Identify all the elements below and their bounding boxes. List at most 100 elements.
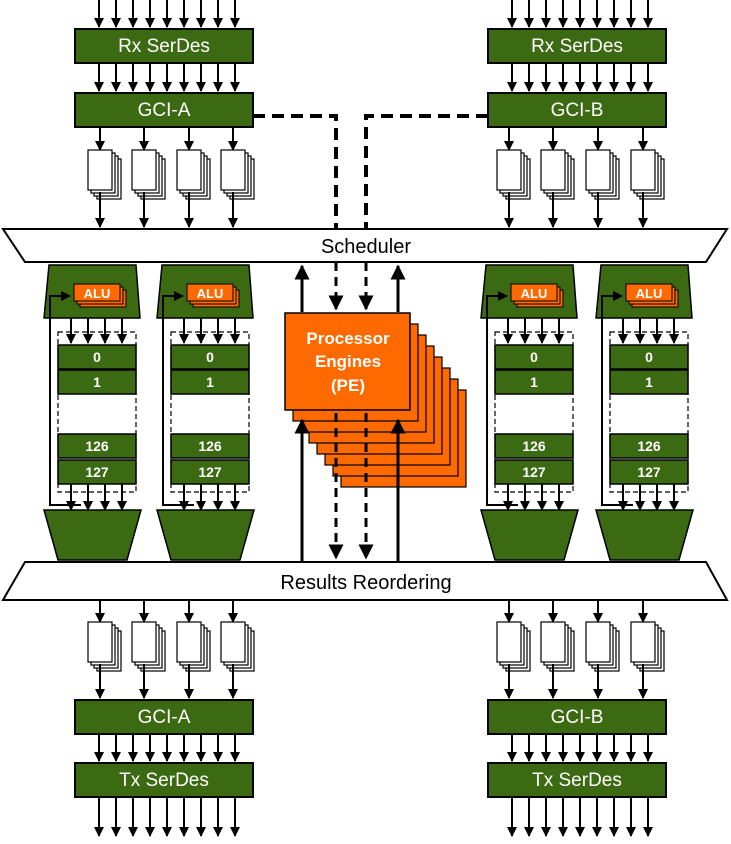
register-row xyxy=(494,344,574,370)
register-row-label: 1 xyxy=(93,374,101,390)
register-row-label: 127 xyxy=(637,464,661,480)
mux xyxy=(43,509,142,561)
register-row-label: 127 xyxy=(85,464,109,480)
gci-b-bottom-label: GCI-B xyxy=(551,707,604,728)
gci-a-dashed-link xyxy=(253,114,338,228)
alu-stack: ALU xyxy=(186,283,240,308)
output-buffers xyxy=(87,600,665,699)
register-row xyxy=(170,369,250,395)
output-buffer xyxy=(220,621,255,672)
output-buffer xyxy=(131,621,166,672)
input-buffer xyxy=(630,149,665,200)
register-file-outline xyxy=(170,331,250,493)
input-buffer xyxy=(220,149,255,200)
output-buffer xyxy=(585,621,620,672)
register-row xyxy=(494,433,574,459)
results-reordering-label: Results Reordering xyxy=(280,572,451,594)
register-row xyxy=(57,344,137,370)
gci-b-top: GCI-B xyxy=(487,92,667,128)
rx-serdes-left: Rx SerDes xyxy=(74,28,254,64)
register-row xyxy=(609,369,689,395)
input-buffers xyxy=(87,127,665,228)
scheduler-label: Scheduler xyxy=(321,236,411,258)
tx-serdes-left: Tx SerDes xyxy=(74,762,254,798)
lane-4: ALU 0 1 126 127 xyxy=(595,264,694,561)
register-file-outline xyxy=(609,331,689,493)
gci-b-dashed-link xyxy=(364,114,488,228)
register-row xyxy=(609,344,689,370)
alu-label: ALU xyxy=(84,286,111,301)
mux xyxy=(156,509,255,561)
alu-stack: ALU xyxy=(510,283,564,308)
mux xyxy=(595,509,694,561)
processor-engine-front xyxy=(284,312,411,411)
tx-serdes-right: Tx SerDes xyxy=(487,762,667,798)
tx-serdes-left-label: Tx SerDes xyxy=(119,770,209,791)
register-row xyxy=(170,433,250,459)
register-row xyxy=(494,459,574,485)
output-buffer xyxy=(630,621,665,672)
register-row-label: 1 xyxy=(645,374,653,390)
register-row-label: 0 xyxy=(530,349,538,365)
register-row-label: 0 xyxy=(206,349,214,365)
register-row-label: 127 xyxy=(198,464,222,480)
gci-b-bottom: GCI-B xyxy=(487,699,667,735)
feedback-arrow xyxy=(486,291,518,506)
gci-b-top-label: GCI-B xyxy=(551,100,604,121)
register-file-outline xyxy=(57,331,137,493)
gci-a-top-label: GCI-A xyxy=(138,100,191,121)
register-row-label: 1 xyxy=(206,374,214,390)
pe-label-line: (PE) xyxy=(331,376,365,395)
input-buffer xyxy=(496,149,531,200)
register-row xyxy=(609,433,689,459)
gci-a-top: GCI-A xyxy=(74,92,254,128)
alu-label: ALU xyxy=(521,286,548,301)
output-buffer xyxy=(176,621,211,672)
tx-serdes-right-label: Tx SerDes xyxy=(532,770,622,791)
register-row xyxy=(57,369,137,395)
output-buffer xyxy=(540,621,575,672)
feedback-arrow xyxy=(49,291,81,506)
register-row-label: 0 xyxy=(645,349,653,365)
register-row-label: 1 xyxy=(530,374,538,390)
pe-label-line: Processor xyxy=(306,329,390,348)
rx-serdes-right-label: Rx SerDes xyxy=(531,36,623,57)
processing-lanes: ALU 0 1 126 127 ALU 0 1 126 127 ALU 0 1 126 127 ALU 0 1 12… xyxy=(43,264,694,561)
scheduler-bar: Scheduler xyxy=(1,228,729,263)
register-row xyxy=(57,433,137,459)
register-row xyxy=(609,459,689,485)
register-row xyxy=(170,459,250,485)
register-row-label: 126 xyxy=(522,438,546,454)
rx-serdes-right: Rx SerDes xyxy=(487,28,667,64)
pe-label-line: Engines xyxy=(315,352,381,371)
input-buffer xyxy=(176,149,211,200)
results-reordering-bar: Results Reordering xyxy=(1,561,729,601)
lane-1: ALU 0 1 126 127 xyxy=(43,264,142,561)
alu-label: ALU xyxy=(636,286,663,301)
rx-serdes-left-label: Rx SerDes xyxy=(118,36,210,57)
register-row-label: 126 xyxy=(637,438,661,454)
register-row xyxy=(57,459,137,485)
feedback-arrow xyxy=(162,291,194,506)
register-row xyxy=(170,344,250,370)
register-row-label: 0 xyxy=(93,349,101,365)
register-row-label: 127 xyxy=(522,464,546,480)
input-arrows-top xyxy=(94,0,653,28)
feedback-arrow xyxy=(601,291,633,506)
register-row-label: 126 xyxy=(198,438,222,454)
alu-stack: ALU xyxy=(73,283,127,308)
gci-a-bottom: GCI-A xyxy=(74,699,254,735)
mux xyxy=(480,509,579,561)
input-buffer xyxy=(87,149,122,200)
alu-label: ALU xyxy=(197,286,224,301)
register-row-label: 126 xyxy=(85,438,109,454)
output-buffer xyxy=(87,621,122,672)
input-buffer xyxy=(540,149,575,200)
register-row xyxy=(494,369,574,395)
input-buffer xyxy=(585,149,620,200)
alu-stack: ALU xyxy=(625,283,679,308)
input-buffer xyxy=(131,149,166,200)
